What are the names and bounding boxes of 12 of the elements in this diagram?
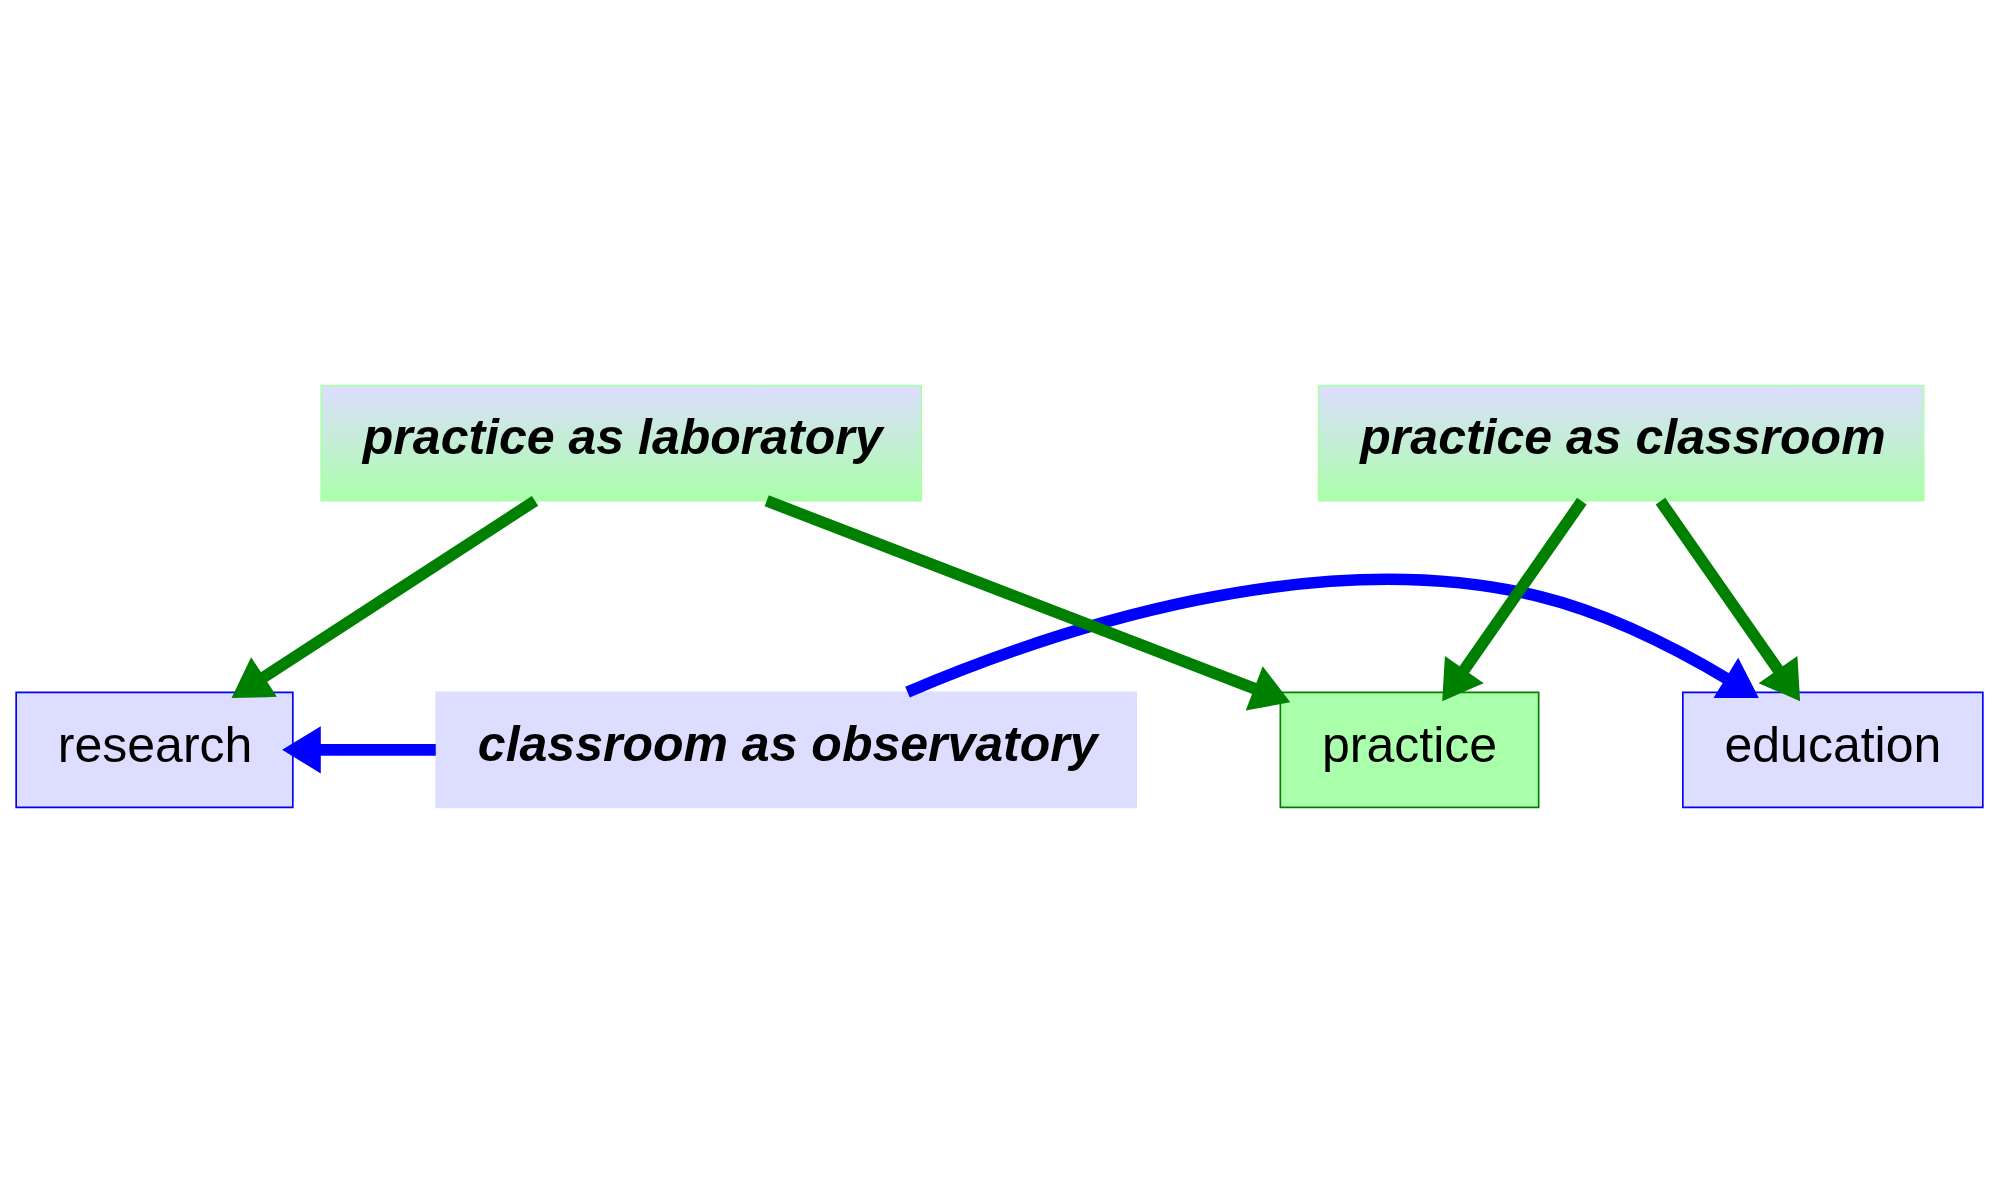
node-box: research (14, 691, 294, 808)
arrow (764, 494, 1290, 710)
node-box: practice (1279, 691, 1539, 808)
node-box: education (1681, 691, 1984, 808)
node-box: practice as laboratory (319, 384, 922, 501)
arrow (904, 573, 1759, 698)
node-box: classroom as observatory (434, 691, 1137, 808)
arrow (1441, 497, 1587, 701)
node-box: practice as classroom (1317, 384, 1924, 501)
arrow (1655, 497, 1800, 701)
arrow (231, 495, 538, 698)
arrow (281, 725, 436, 773)
